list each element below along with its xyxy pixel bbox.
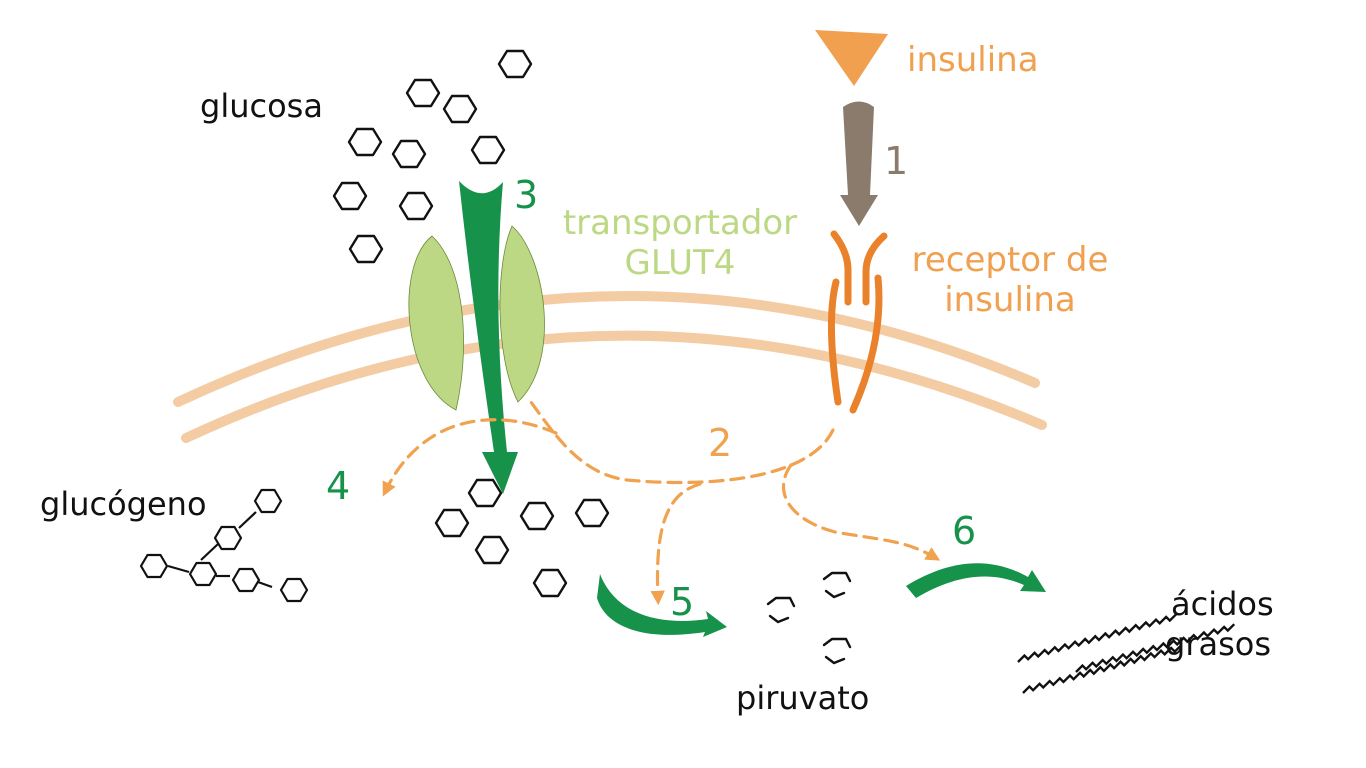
receptor-label: receptor de insulina [890, 243, 1130, 317]
glucose-hexagon-icon [442, 94, 478, 124]
glut4-label: transportador GLUT4 [550, 206, 810, 280]
glucose-molecules-inside [434, 478, 610, 598]
step5-arrow [597, 574, 727, 637]
glucose-hexagon-icon [574, 498, 610, 528]
step-3-number: 3 [514, 173, 539, 217]
fatty-acids-label-line2: grasos [1165, 625, 1271, 663]
step1-arrow [840, 101, 878, 226]
glucose-hexagon-icon [474, 535, 510, 565]
glucose-label: glucosa [200, 87, 323, 125]
glucose-hexagon-icon [519, 501, 555, 531]
glycogen-chain-icon [139, 488, 309, 603]
pyruvate-icon [822, 571, 852, 599]
glucose-hexagon-icon [497, 49, 533, 79]
glucose-hexagon-icon [398, 191, 434, 221]
glucose-hexagon-icon [348, 234, 384, 264]
glucose-hexagon-icon [434, 508, 470, 538]
pyruvate-label: piruvato [736, 679, 870, 717]
step-2-number: 2 [708, 421, 733, 465]
step-6-number: 6 [952, 509, 977, 553]
insulin-triangle-icon [815, 30, 888, 86]
glucose-hexagon-icon [347, 127, 383, 157]
pyruvate-group [766, 571, 852, 665]
glucose-hexagon-icon [391, 139, 427, 169]
glucose-hexagon-icon [332, 181, 368, 211]
pyruvate-icon [766, 596, 796, 624]
step2-signaling-paths [382, 396, 941, 606]
step3-arrow [459, 181, 518, 494]
step-4-number: 4 [326, 464, 351, 508]
glucose-hexagon-icon [532, 568, 568, 598]
fatty-acids-label-line1: ácidos [1171, 585, 1274, 623]
step-1-number: 1 [884, 139, 909, 183]
cell-membrane [173, 291, 1047, 443]
glut4-transporter [408, 225, 545, 411]
glucose-hexagon-icon [467, 478, 503, 508]
receptor-label-line1: receptor de [911, 240, 1109, 280]
step-5-number: 5 [670, 580, 695, 624]
step6-arrow [906, 563, 1046, 598]
glut4-label-line1: transportador [562, 203, 798, 243]
glut4-label-line2: GLUT4 [624, 243, 736, 283]
insulin-label: insulina [907, 40, 1039, 80]
receptor-label-line2: insulina [944, 280, 1076, 320]
insulin-receptor [827, 230, 888, 414]
fatty-acids-label: ácidos grasos [1165, 588, 1274, 660]
glucose-hexagon-icon [405, 78, 441, 108]
glucose-molecules-outside [332, 49, 533, 264]
glucose-hexagon-icon [470, 135, 506, 165]
glycogen-label: glucógeno [40, 485, 207, 523]
pyruvate-icon [822, 637, 852, 665]
